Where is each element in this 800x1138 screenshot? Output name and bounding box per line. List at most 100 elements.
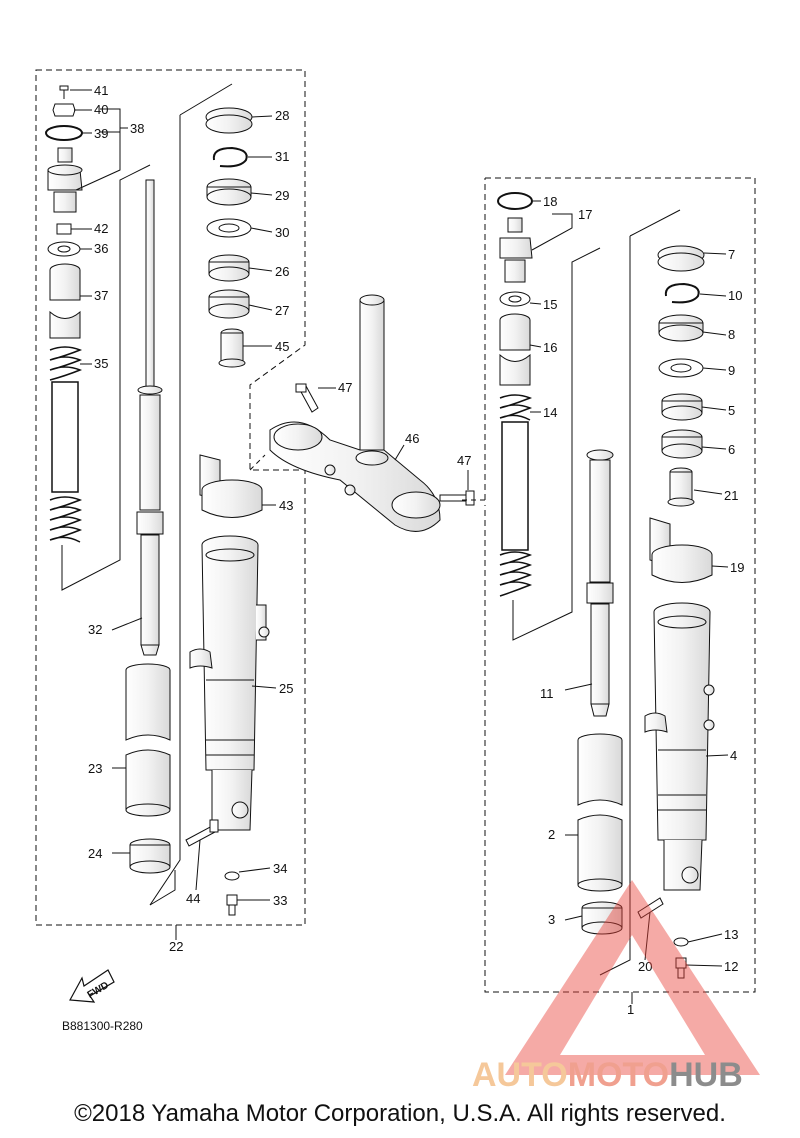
callout-38: 38: [130, 121, 144, 136]
callout-2: 2: [548, 827, 555, 842]
part-41-screw: [59, 85, 69, 99]
part-31-circlip: [212, 146, 248, 168]
callout-39: 39: [94, 126, 108, 141]
part-16-spacer: [499, 313, 531, 386]
callout-30: 30: [275, 225, 289, 240]
callout-12: 12: [724, 959, 738, 974]
part-47-bolt-upper: [295, 383, 319, 413]
callout-6: 6: [728, 442, 735, 457]
callout-20: 20: [638, 959, 652, 974]
part-15-washer: [499, 291, 531, 307]
part-45-oil-lock: [218, 328, 246, 368]
callout-15: 15: [543, 297, 557, 312]
watermark-triangle-icon: [505, 880, 760, 1075]
part-4-outer-tube: [644, 602, 715, 891]
callout-36: 36: [94, 241, 108, 256]
copyright-notice: ©2018 Yamaha Motor Corporation, U.S.A. A…: [74, 1100, 726, 1127]
part-40-nut: [52, 103, 76, 117]
center-leader-lines: [318, 387, 469, 490]
callout-44: 44: [186, 891, 200, 906]
callout-43: 43: [279, 498, 293, 513]
part-11-damper-rod: [586, 449, 614, 717]
part-code: B881300-R280: [62, 1019, 143, 1033]
part-19-fork-guard: [649, 517, 713, 583]
part-9-washer: [658, 358, 704, 378]
part-36-washer: [47, 241, 81, 257]
callout-9: 9: [728, 363, 735, 378]
part-34-washer: [224, 871, 240, 881]
callout-13: 13: [724, 927, 738, 942]
part-8-oil-seal: [658, 314, 704, 342]
part-5-guide-bush: [661, 393, 703, 421]
callout-18: 18: [543, 194, 557, 209]
left-leader-lines: [70, 83, 277, 940]
left-rod-guide-lines: [61, 164, 151, 591]
callout-40: 40: [94, 102, 108, 117]
part-25-outer-tube: [189, 535, 270, 831]
callout-28: 28: [275, 108, 289, 123]
part-38-cap-bolt: [47, 147, 83, 213]
watermark-hub: HUB: [669, 1056, 743, 1094]
callout-19: 19: [730, 560, 744, 575]
callout-8: 8: [728, 327, 735, 342]
watermark-auto: AUTO: [472, 1056, 568, 1094]
part-37-spacer: [49, 263, 81, 339]
callout-45: 45: [275, 339, 289, 354]
callout-46: 46: [405, 431, 419, 446]
callout-25: 25: [279, 681, 293, 696]
part-2-slide-bushing: [577, 733, 623, 892]
part-27-slide-bush: [208, 289, 250, 319]
part-26-guide-bush: [208, 254, 250, 282]
callout-4: 4: [730, 748, 737, 763]
callout-34: 34: [273, 861, 287, 876]
callout-11: 11: [540, 686, 554, 701]
part-30-washer: [206, 218, 252, 238]
part-12-bolt: [675, 957, 687, 979]
callout-47-upper: 47: [338, 380, 352, 395]
callout-33: 33: [273, 893, 287, 908]
callout-22: 22: [169, 939, 183, 954]
part-44-bolt: [185, 819, 219, 847]
svg-text:AUTOMOTOHUB: AUTOMOTOHUB: [472, 1056, 743, 1094]
callout-31: 31: [275, 149, 289, 164]
part-47-bolt-side: [439, 490, 475, 506]
callout-1: 1: [627, 1002, 634, 1017]
part-29-oil-seal: [206, 178, 252, 206]
center-dashed-lines: [249, 454, 485, 501]
right-rod-guide-lines: [512, 247, 601, 641]
callout-5: 5: [728, 403, 735, 418]
part-32-damper-rod: [136, 179, 164, 656]
part-28-dust-seal: [205, 107, 253, 134]
callout-32: 32: [88, 622, 102, 637]
part-13-washer: [673, 937, 689, 947]
part-3-oil-lock-piece: [581, 901, 623, 935]
part-43-fork-guard: [199, 454, 263, 518]
callout-21: 21: [724, 488, 738, 503]
callout-27: 27: [275, 303, 289, 318]
callout-23: 23: [88, 761, 102, 776]
callout-7: 7: [728, 247, 735, 262]
part-6-slide-bush: [661, 429, 703, 459]
part-23-slide-bushing: [125, 663, 171, 817]
callout-35: 35: [94, 356, 108, 371]
callout-26: 26: [275, 264, 289, 279]
part-35-fork-spring: [49, 346, 83, 543]
callout-10: 10: [728, 288, 742, 303]
part-17-cap-bolt: [499, 217, 533, 283]
callout-42: 42: [94, 221, 108, 236]
callout-labels: 41 40 39 38 42 36 37 35 32 23 24 44 22 2…: [88, 83, 744, 1017]
callout-24: 24: [88, 846, 102, 861]
callout-29: 29: [275, 188, 289, 203]
part-46-under-bracket: [269, 294, 441, 532]
callout-16: 16: [543, 340, 557, 355]
part-10-circlip: [664, 282, 700, 304]
left-assembly-frame: [35, 69, 306, 926]
part-7-dust-seal: [657, 245, 705, 272]
callout-41: 41: [94, 83, 108, 98]
callout-37: 37: [94, 288, 108, 303]
part-14-fork-spring: [499, 394, 533, 597]
part-20-bolt: [637, 897, 664, 919]
watermark-moto: MOTO: [568, 1056, 669, 1094]
part-21-oil-lock: [667, 467, 695, 507]
